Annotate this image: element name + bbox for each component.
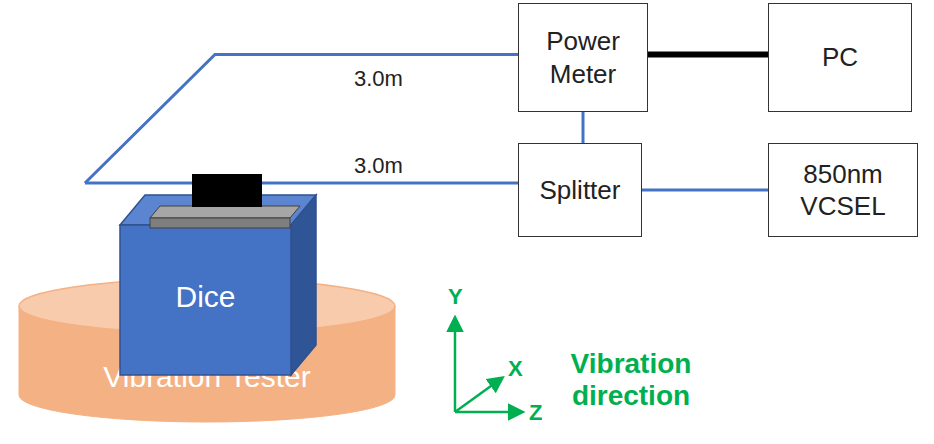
dice-fixture: Dice <box>120 170 316 376</box>
splitter-box: Splitter <box>518 143 642 237</box>
optical-fiber <box>85 55 518 184</box>
node-label: 850nm VCSEL <box>769 158 917 223</box>
optical-fiber <box>642 189 768 192</box>
axis-caption: Vibration direction <box>556 348 706 412</box>
length-label: 3.0m <box>354 66 403 92</box>
dice-shape <box>120 170 316 376</box>
optical-fiber <box>85 182 518 185</box>
node-label: Splitter <box>534 174 627 207</box>
axis-label: X <box>508 356 523 382</box>
node-label: Dice <box>120 278 291 316</box>
optical-fiber <box>582 112 585 143</box>
node-label: Power Meter <box>519 25 647 90</box>
axis-label: Z <box>529 400 542 426</box>
computer-box: PC <box>768 3 912 112</box>
instrument-box: Power Meter <box>518 3 648 112</box>
laser-source-box: 850nm VCSEL <box>768 143 918 237</box>
length-label: 3.0m <box>354 153 403 179</box>
node-label: PC <box>816 41 864 74</box>
data-cable <box>648 52 768 58</box>
axis-label: Y <box>448 284 463 310</box>
